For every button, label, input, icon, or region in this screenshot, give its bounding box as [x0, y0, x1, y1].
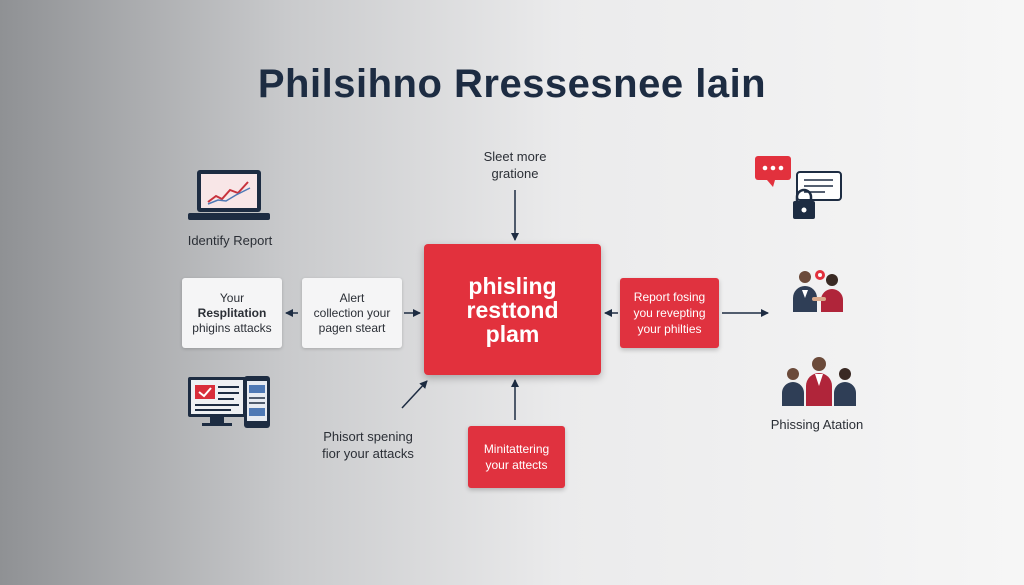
report-focus-box: Report fosing you revepting your philtie…	[620, 278, 719, 348]
phishing-ation-label: Phissing Atation	[770, 417, 864, 432]
bottom-left-label: Phisort spening fior your attacks	[322, 429, 414, 461]
reputation-line-2: Resplitation	[197, 305, 267, 320]
computer-devices-icon	[186, 374, 272, 430]
identify-report-label: Identify Report	[187, 233, 273, 248]
alert-box: Alert collection your pagen steart	[302, 278, 402, 348]
monitoring-box: Minitattering your attects	[468, 426, 565, 488]
reputation-box: Your Resplitation phigins attacks	[182, 278, 282, 348]
center-response-plan-box: phisling resttond plam	[424, 244, 601, 375]
arrow-bottomleft-to-center	[401, 380, 428, 409]
top-label: Sleet more gratione	[483, 149, 547, 181]
people-meeting-icon	[788, 264, 850, 314]
diagram-title: Philsihno Rressesnee lain	[257, 62, 767, 106]
reputation-line-1: Your	[219, 290, 245, 305]
reputation-line-3: phigins attacks	[192, 320, 272, 335]
laptop-chart-icon	[186, 168, 272, 224]
team-icon	[776, 352, 862, 408]
chat-lock-icon	[753, 154, 847, 222]
